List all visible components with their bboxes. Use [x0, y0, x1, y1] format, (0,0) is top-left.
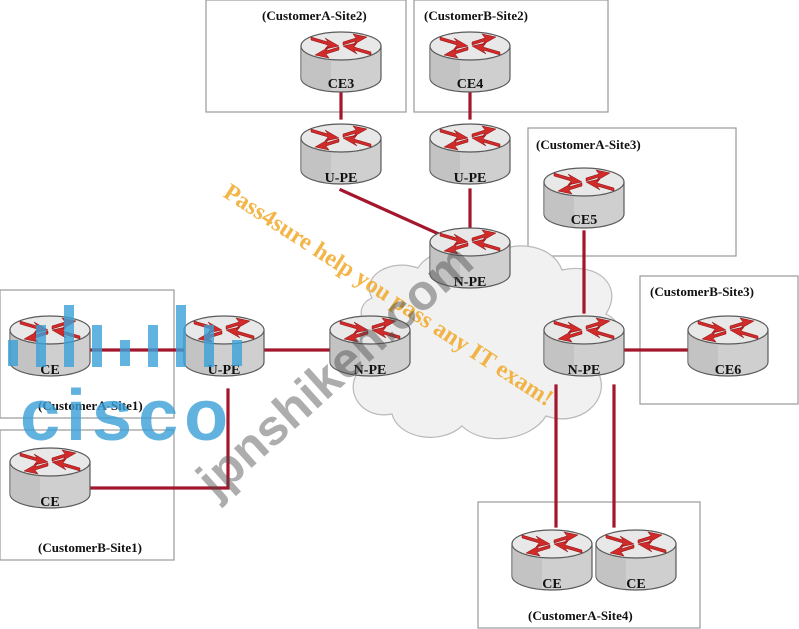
router-label: CE3 [328, 77, 354, 92]
site-label-customer-b-site1: (CustomerB-Site1) [38, 540, 142, 555]
links [88, 88, 692, 528]
router-label: N-PE [454, 275, 487, 290]
router-label: CE5 [571, 213, 597, 228]
cisco-bar [148, 325, 158, 367]
router-ce5: CE5 [543, 167, 625, 229]
router-upe-left: U-PE [183, 315, 265, 378]
router-label: U-PE [208, 363, 241, 378]
cisco-bar [64, 305, 74, 367]
link-ce-b1-upe [88, 388, 230, 490]
router-label: CE4 [457, 77, 483, 92]
router-ce3: CE3 [300, 31, 382, 93]
router-label: U-PE [325, 171, 358, 186]
cisco-watermark-text: cisco [20, 376, 234, 456]
router-label: U-PE [454, 171, 487, 186]
cisco-bar [204, 325, 214, 367]
router-ce6: CE6 [687, 315, 769, 378]
router-ce-a1: CE [9, 315, 91, 378]
router-npe-top: N-PE [429, 227, 511, 290]
site-labels: (CustomerA-Site2) (CustomerB-Site2) (Cus… [38, 8, 754, 623]
router-label: CE6 [715, 363, 741, 378]
site-label-customer-a-site2: (CustomerA-Site2) [262, 8, 367, 23]
router-npe-right: N-PE [543, 315, 625, 378]
router-label: CE [40, 495, 59, 510]
router-ce4: CE4 [429, 31, 511, 93]
site-label-customer-a-site4: (CustomerA-Site4) [528, 608, 633, 623]
site-label-customer-b-site3: (CustomerB-Site3) [650, 284, 754, 299]
site-label-customer-a-site3: (CustomerA-Site3) [536, 137, 641, 152]
cisco-watermark: cisco [8, 305, 242, 456]
site-label-customer-b-site2: (CustomerB-Site2) [424, 8, 528, 23]
cisco-bar [176, 305, 186, 367]
cisco-bar [232, 340, 242, 366]
router-upe-top-left: U-PE [300, 123, 382, 186]
cisco-bar [92, 325, 102, 367]
router-label: CE [542, 577, 561, 592]
cisco-bar [8, 340, 18, 366]
cisco-bar [36, 325, 46, 367]
router-ce-a4-left: CE [511, 529, 593, 592]
router-label: N-PE [568, 363, 601, 378]
router-ce-b1: CE [9, 447, 91, 510]
router-ce-a4-right: CE [595, 529, 677, 592]
router-upe-top-right: U-PE [429, 123, 511, 186]
cisco-bar [120, 340, 130, 366]
router-label: CE [626, 577, 645, 592]
router-npe-left: N-PE [329, 315, 411, 378]
router-label: N-PE [354, 363, 387, 378]
site-label-customer-a-site1: (CustomerA-Site1) [38, 398, 143, 413]
